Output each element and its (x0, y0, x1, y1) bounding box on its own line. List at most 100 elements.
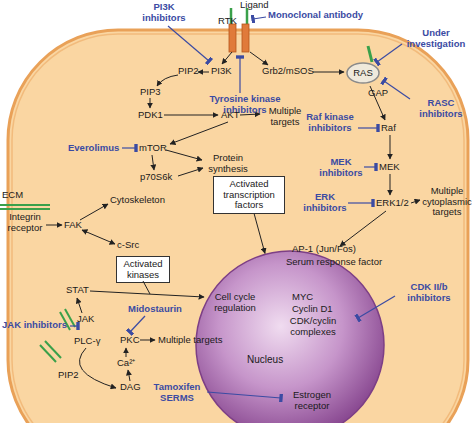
inhibitor-lines (70, 17, 410, 398)
molecule-label: ECM (2, 190, 23, 201)
molecule-label: PIP2 (58, 370, 79, 381)
activation-arrow (46, 225, 62, 226)
node-text: Nucleus (247, 354, 283, 365)
node-text: Activated kinases (119, 259, 167, 280)
membrane-anchor (368, 46, 372, 62)
molecule-label: p70S6k (140, 172, 172, 183)
leader-line (143, 281, 150, 294)
inhibitor-line (130, 316, 145, 332)
inhibitor-line (364, 166, 376, 167)
molecule-label: AKT (221, 110, 239, 121)
molecule-label: PIP2 (178, 66, 199, 77)
activation-arrow (80, 204, 108, 220)
molecule-label: DAG (120, 382, 141, 393)
inhibitor-line (239, 57, 240, 93)
node-text: Activated transcription factors (216, 179, 282, 211)
molecule-label: AP-1 (Jun/Fos) (292, 244, 356, 255)
molecule-label: Cyclin D1 (292, 304, 333, 315)
inhibitor-label: JAK inhibitors (2, 320, 67, 331)
activation-arrow (77, 298, 82, 313)
integrin-symbol (0, 204, 50, 206)
connector-arrow (254, 214, 265, 253)
molecule-label: Raf (381, 123, 396, 134)
inhibitor-line (358, 127, 378, 128)
node-text: RAS (353, 68, 373, 79)
activation-arrow (157, 75, 178, 86)
nucleus-circle-outline (195, 250, 385, 423)
cell-membrane (12, 34, 464, 423)
nucleus-circle: Nucleus (195, 250, 385, 423)
activation-arrow (164, 115, 218, 116)
inhibitor-line (358, 296, 395, 318)
activation-arrow (126, 348, 127, 357)
inhibitor-label: Tamoxifen SERMS (148, 382, 206, 403)
molecule-label: Protein synthesis (204, 153, 252, 174)
activation-arrow (222, 52, 232, 64)
inhibitor-line (377, 44, 402, 62)
molecule-label: Cell cycle regulation (207, 292, 263, 313)
molecule-label: Multiple targets (158, 335, 222, 346)
receptor-symbol (40, 345, 56, 362)
molecule-label: RTK (218, 16, 237, 27)
inhibitor-line (253, 17, 266, 19)
inhibitor-label: Midostaurin (128, 304, 182, 315)
process-box: Activated transcription factors (213, 176, 285, 214)
activation-arrow (170, 122, 228, 144)
nucleus-circle-shape (196, 251, 384, 423)
molecule-label: Ca²⁺ (117, 358, 135, 369)
molecule-label: PIP3 (140, 87, 161, 98)
activation-arrow (128, 370, 130, 381)
activation-arrow (79, 348, 116, 388)
ligand-bar (246, 8, 249, 24)
molecule-label: Grb2/mSOS (262, 66, 314, 77)
molecule-label: PKC (120, 335, 140, 346)
molecule-label: MYC (292, 292, 313, 303)
integrin-symbol (0, 208, 50, 210)
ras-circle-shape (347, 63, 379, 83)
inhibitor-line (168, 26, 209, 61)
activation-arrow (313, 72, 344, 73)
molecule-label: Estrogen receptor (284, 390, 340, 411)
molecule-label: JAK (77, 314, 94, 325)
molecule-label: Cytoskeleton (110, 195, 165, 206)
receptor-symbol (45, 341, 61, 358)
inhibitor-line (207, 392, 281, 398)
inhibitor-label: Everolimus (68, 143, 119, 154)
activation-arrows (46, 52, 420, 388)
receptor-symbol (242, 24, 249, 52)
molecule-label: Ligand (240, 0, 269, 11)
activation-arrow (140, 340, 155, 341)
molecule-label: PI3K (211, 66, 232, 77)
inhibitor-label: Raf kinase inhibitors (304, 112, 356, 133)
inhibitor-label: ERK inhibitors (302, 192, 348, 213)
molecule-label: Multiple targets (262, 106, 308, 127)
molecule-label: Multiple cytoplasmic targets (421, 186, 473, 218)
inhibitor-label: CDK II/b inhibitors (396, 282, 462, 303)
molecule-label: PLC-γ (74, 336, 100, 347)
activation-arrow (152, 155, 154, 170)
cell-body (8, 30, 468, 423)
activation-arrow (150, 98, 151, 108)
inhibitor-line (70, 325, 78, 326)
activation-arrow (198, 72, 209, 73)
activation-arrow (178, 168, 203, 176)
activation-arrow (82, 230, 115, 244)
activation-arrow (411, 200, 420, 203)
molecule-label: PDK1 (138, 110, 163, 121)
inhibitor-line (348, 202, 373, 203)
inhibitor-line (122, 147, 136, 148)
molecule-label: GAP (368, 88, 388, 99)
inhibitor-label: Monoclonal antibody (268, 10, 363, 21)
molecule-label: mTOR (139, 143, 167, 154)
receptor-symbol (229, 24, 236, 52)
activation-arrow (340, 211, 386, 246)
inhibitor-label: Under investigation (400, 28, 472, 49)
ras-circle: RAS (346, 62, 380, 84)
activation-arrow (90, 291, 204, 297)
molecule-label: Integrin receptor (2, 212, 48, 233)
